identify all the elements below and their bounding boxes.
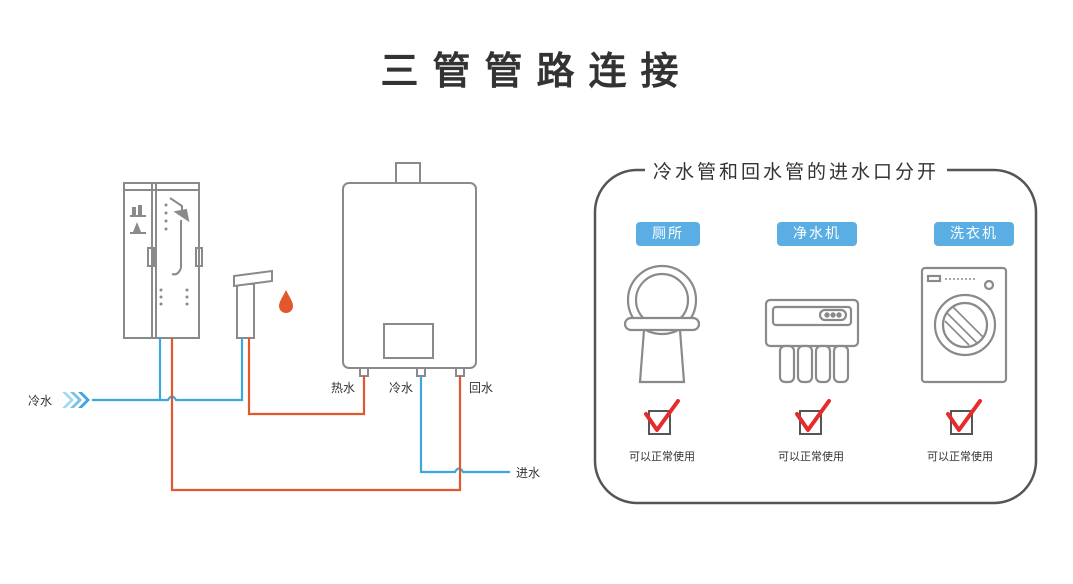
check-icon: [644, 399, 680, 435]
cold-port-label: 冷水: [389, 381, 413, 395]
hot-water-pipes: [170, 338, 462, 492]
check-icon: [946, 399, 982, 435]
water-purifier-icon: [764, 298, 860, 384]
inlet-label: 进水: [516, 466, 540, 480]
washing-machine-icon: [920, 266, 1008, 384]
tag-washing-machine: 洗衣机: [934, 222, 1014, 246]
water-heater-icon: [342, 162, 477, 377]
toilet-icon: [623, 264, 701, 384]
hot-water-drop-icon: [279, 290, 293, 313]
tag-toilet: 厕所: [636, 222, 700, 246]
check-icon: [795, 399, 831, 435]
page-title: 三管管路连接: [380, 49, 693, 93]
status-toilet: 可以正常使用: [629, 450, 695, 463]
cold-inlet-arrow-icon: [62, 392, 90, 408]
cold-in-label: 冷水: [28, 394, 52, 408]
hot-out-label: 热水: [331, 381, 355, 395]
tag-water-purifier: 净水机: [777, 222, 857, 246]
faucet-icon: [233, 269, 273, 339]
status-water-purifier: 可以正常使用: [778, 450, 844, 463]
panel-title: 冷水管和回水管的进水口分开: [645, 157, 948, 184]
return-port-label: 回水: [469, 381, 493, 395]
status-washing-machine: 可以正常使用: [927, 450, 993, 463]
shower-panel-icon: [123, 182, 203, 339]
